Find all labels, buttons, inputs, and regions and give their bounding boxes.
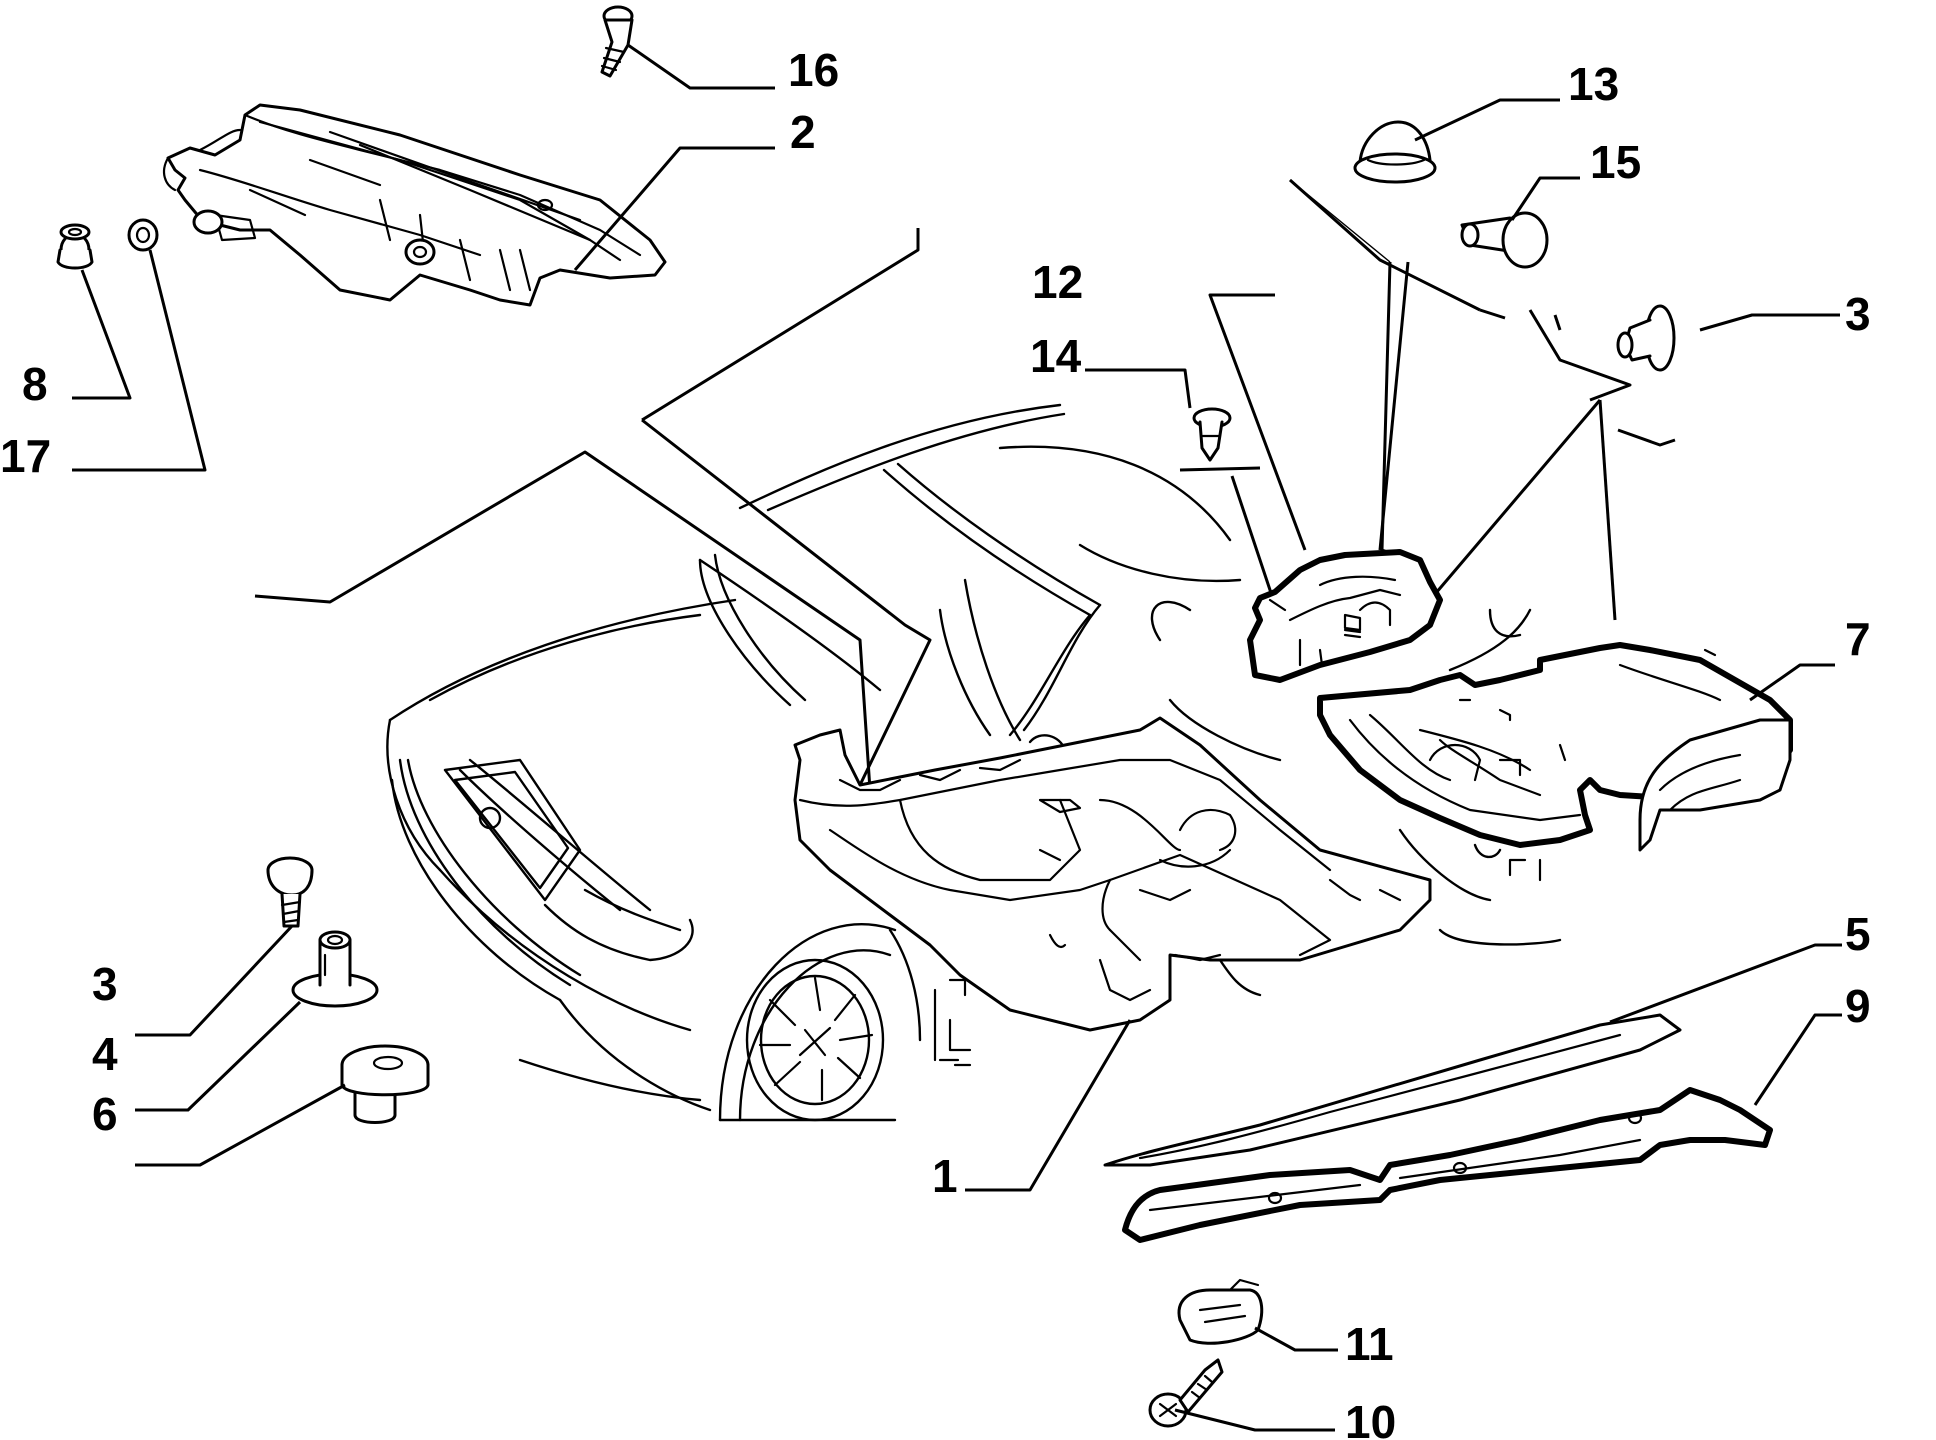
callout-10: 10: [1345, 1396, 1396, 1440]
part-3-push-pin-top: [1616, 304, 1676, 372]
part-16-screw: [600, 5, 634, 78]
callout-leader-lines: [72, 43, 1842, 1432]
part-17-washer: [127, 218, 159, 252]
part-6-grommet: [340, 1044, 430, 1124]
callout-labels: 16 2 8 17 13 15 12 14 3 7 3 4 6 5 9 1 11…: [0, 44, 1871, 1440]
callout-11: 11: [1345, 1318, 1394, 1370]
part-5-sill-trim: [1103, 1013, 1682, 1167]
callout-6: 6: [92, 1088, 118, 1140]
callout-3-lower: 3: [92, 958, 118, 1010]
callout-7: 7: [1845, 613, 1871, 665]
part-13-rubber-plug: [1353, 120, 1437, 184]
callout-14: 14: [1030, 330, 1082, 382]
callout-8: 8: [22, 358, 48, 410]
part-11-clip: [1177, 1278, 1264, 1345]
part-12-rear-insulation-panel: [1247, 549, 1443, 683]
callout-16: 16: [788, 44, 839, 96]
part-2-tunnel-insulation: [162, 103, 667, 307]
part-8-grommet: [56, 223, 94, 270]
part-14-pin: [1192, 407, 1232, 462]
part-3-bolt-lower: [266, 856, 314, 928]
callout-3-top: 3: [1845, 288, 1871, 340]
callout-15: 15: [1590, 136, 1641, 188]
callout-12: 12: [1032, 256, 1083, 308]
part-15-clip: [1460, 211, 1549, 269]
callout-5: 5: [1845, 908, 1871, 960]
callout-13: 13: [1568, 58, 1619, 110]
callout-4: 4: [92, 1028, 118, 1080]
part-10-screw: [1148, 1358, 1224, 1428]
callout-9: 9: [1845, 980, 1871, 1032]
part-4-spacer: [291, 930, 379, 1008]
exploded-connector-lines: [254, 178, 1676, 791]
car-body-outline: [386, 403, 1562, 1122]
callout-17: 17: [0, 430, 51, 482]
part-9-sill-trim-lower: [1122, 1087, 1773, 1243]
callout-1: 1: [932, 1150, 958, 1202]
part-1-front-floor-carpet: [793, 716, 1432, 1032]
callout-2: 2: [790, 106, 816, 158]
part-7-rear-floor-carpet: [1317, 642, 1793, 852]
